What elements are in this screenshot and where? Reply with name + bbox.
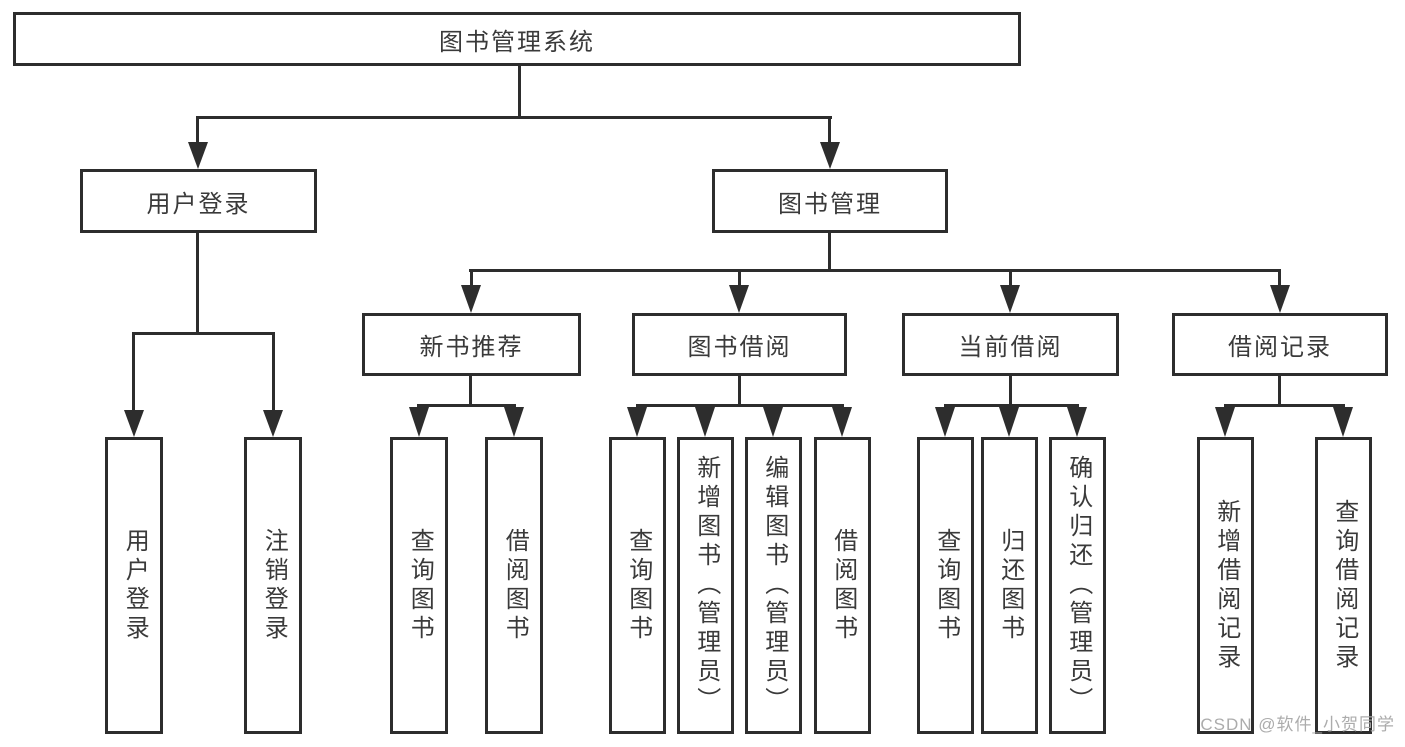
arrow-down-icon <box>832 407 852 437</box>
leaf-query-book-borrowing-label: 查询图书 <box>624 527 652 644</box>
arrow-down-icon <box>461 285 481 313</box>
connector-line <box>469 376 472 406</box>
node-book-management: 图书管理 <box>712 169 948 233</box>
leaf-user-login-label: 用户登录 <box>121 527 149 644</box>
node-borrowing-records: 借阅记录 <box>1172 313 1388 376</box>
arrow-down-icon <box>1000 285 1020 313</box>
connector-line <box>132 332 275 335</box>
connector-line <box>636 404 844 407</box>
arrow-down-icon <box>1067 407 1087 437</box>
arrow-down-icon <box>504 407 524 437</box>
arrow-down-icon <box>820 142 840 169</box>
leaf-query-book-current-label: 查询图书 <box>932 527 960 644</box>
leaf-query-book-borrowing: 查询图书 <box>609 437 666 734</box>
connector-line <box>470 269 473 286</box>
connector-line <box>738 376 741 406</box>
leaf-confirm-return-admin-label: 确认归还（管理员） <box>1064 455 1092 716</box>
connector-line <box>518 64 521 118</box>
node-root-label: 图书管理系统 <box>439 28 595 56</box>
leaf-confirm-return-admin: 确认归还（管理员） <box>1049 437 1106 734</box>
leaf-add-borrow-record-label: 新增借阅记录 <box>1212 498 1240 673</box>
node-book-management-label: 图书管理 <box>778 190 882 218</box>
node-book-borrowing-label: 图书借阅 <box>687 334 792 361</box>
connector-line <box>196 116 832 119</box>
arrow-down-icon <box>1215 407 1235 437</box>
arrow-down-icon <box>263 410 283 437</box>
leaf-logout: 注销登录 <box>244 437 302 734</box>
leaf-borrow-book-recommend: 借阅图书 <box>485 437 543 734</box>
leaf-query-book-recommend-label: 查询图书 <box>406 527 434 644</box>
node-user-login: 用户登录 <box>80 169 317 233</box>
leaf-return-book: 归还图书 <box>981 437 1038 734</box>
leaf-add-book-admin: 新增图书（管理员） <box>677 437 734 734</box>
node-current-borrowing-label: 当前借阅 <box>958 334 1063 361</box>
node-current-borrowing: 当前借阅 <box>902 313 1119 376</box>
arrow-down-icon <box>729 285 749 313</box>
leaf-borrow-book-label: 借阅图书 <box>829 527 857 644</box>
connector-line <box>417 404 516 407</box>
arrow-down-icon <box>935 407 955 437</box>
leaf-query-book-recommend: 查询图书 <box>390 437 448 734</box>
arrow-down-icon <box>1270 285 1290 313</box>
leaf-borrow-book-recommend-label: 借阅图书 <box>501 527 529 644</box>
csdn-watermark: CSDN @软件_小贺同学 <box>1200 715 1395 734</box>
leaf-edit-book-admin-label: 编辑图书（管理员） <box>760 455 788 716</box>
connector-line <box>1224 404 1345 407</box>
arrow-down-icon <box>1333 407 1353 437</box>
node-new-book-recommend: 新书推荐 <box>362 313 581 376</box>
connector-line <box>1278 269 1281 286</box>
connector-line <box>1278 376 1281 406</box>
leaf-add-book-admin-label: 新增图书（管理员） <box>692 455 720 716</box>
connector-line <box>828 233 831 272</box>
leaf-user-login: 用户登录 <box>105 437 163 734</box>
arrow-down-icon <box>627 407 647 437</box>
connector-line <box>828 116 831 144</box>
leaf-add-borrow-record: 新增借阅记录 <box>1197 437 1254 734</box>
node-user-login-label: 用户登录 <box>146 190 251 218</box>
connector-line <box>1009 269 1012 286</box>
connector-line <box>944 404 1079 407</box>
leaf-edit-book-admin: 编辑图书（管理员） <box>745 437 802 734</box>
arrow-down-icon <box>409 407 429 437</box>
leaf-return-book-label: 归还图书 <box>996 527 1024 644</box>
arrow-down-icon <box>124 410 144 437</box>
connector-line <box>272 332 275 411</box>
leaf-query-book-current: 查询图书 <box>917 437 974 734</box>
arrow-down-icon <box>999 407 1019 437</box>
connector-line <box>1009 376 1012 406</box>
connector-line <box>738 269 741 286</box>
node-new-book-recommend-label: 新书推荐 <box>419 334 524 361</box>
connector-line <box>132 332 135 411</box>
node-borrowing-records-label: 借阅记录 <box>1228 334 1332 361</box>
leaf-query-borrow-record: 查询借阅记录 <box>1315 437 1372 734</box>
node-root: 图书管理系统 <box>13 12 1021 66</box>
leaf-query-borrow-record-label: 查询借阅记录 <box>1330 498 1358 673</box>
arrow-down-icon <box>188 142 208 169</box>
node-book-borrowing: 图书借阅 <box>632 313 847 376</box>
arrow-down-icon <box>763 407 783 437</box>
leaf-borrow-book: 借阅图书 <box>814 437 871 734</box>
leaf-logout-label: 注销登录 <box>260 527 288 644</box>
connector-line <box>196 233 199 335</box>
connector-line <box>196 116 199 144</box>
connector-line <box>469 269 1281 272</box>
arrow-down-icon <box>695 407 715 437</box>
